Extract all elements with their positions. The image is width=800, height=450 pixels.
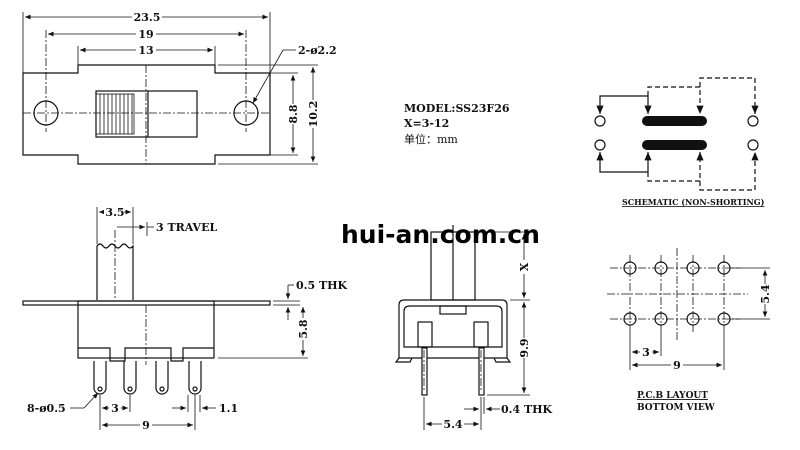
dim-actuator-height: X [518,262,531,271]
dim-inner-height: 8.8 [287,104,300,123]
dim-pin-width: 1.1 [219,402,238,415]
dim-overall-width: 23.5 [134,11,161,24]
model-label: MODEL:SS23F26 [404,102,510,115]
side-view: 3.5 3 TRAVEL 0.5 THK 5.8 8-ø0.5 3 1.1 9 [22,205,348,432]
pcb-caption-title: P.C.B LAYOUT [637,391,708,401]
top-view: 23.5 19 13 2-ø2.2 8.8 10.2 [22,10,337,165]
schematic-caption: SCHEMATIC (NON-SHORTING) [622,197,765,207]
front-view: X 9.9 5.4 0.4 THK [394,225,553,431]
dim-travel: 3 TRAVEL [156,221,217,234]
watermark: hui-an.com.cn [341,220,540,249]
schematic: SCHEMATIC (NON-SHORTING) [594,77,765,207]
pcb-dim-pitch: 3 [642,346,650,359]
dim-pin-spacing: 5.4 [443,418,462,431]
dim-slot-width: 13 [138,44,153,57]
dim-pin-pitch: 3 [111,402,119,415]
pcb-dim-span: 9 [673,359,681,372]
dim-body-height: 5.8 [297,319,310,338]
pcb-layout: 5.4 3 9 P.C.B LAYOUT BOTTOM VIEW [607,248,772,413]
pcb-caption-subtitle: BOTTOM VIEW [637,403,716,413]
dim-actuator-width: 3.5 [105,206,124,219]
pcb-dim-row-spacing: 5.4 [759,284,772,303]
spec-block: MODEL:SS23F26 X=3-12 单位：mm [404,102,510,146]
dim-pin-span: 9 [142,419,150,432]
dim-pin-diameter: 8-ø0.5 [27,402,66,415]
dim-front-height: 9.9 [518,338,531,357]
unit-label: 单位：mm [404,132,458,146]
dim-outer-height: 10.2 [307,101,320,128]
dim-hole-diameter: 2-ø2.2 [298,44,337,57]
x-range-label: X=3-12 [404,117,449,130]
dim-hole-spacing: 19 [138,28,153,41]
dim-pin-thickness: 0.4 THK [501,403,553,416]
dim-plate-thickness: 0.5 THK [296,279,348,292]
